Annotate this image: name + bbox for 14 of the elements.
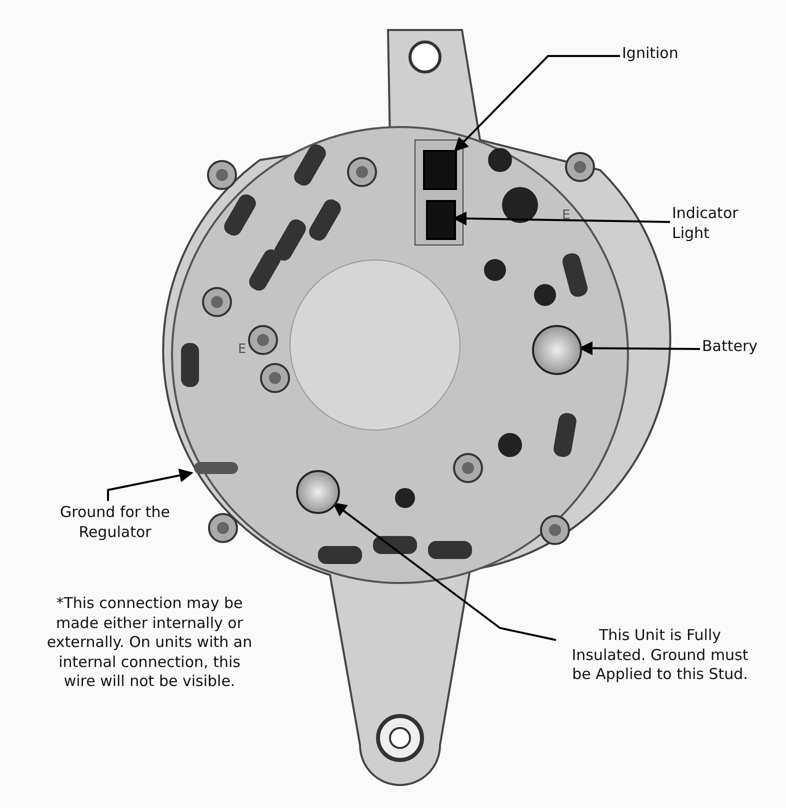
callout-text: This Unit is Fully Insulated. Ground must be Applied to this Stud. xyxy=(560,626,760,684)
note-text: *This connection may be made either internally or externally. On units with an internal connection, this wire will not be visible. xyxy=(46,594,254,692)
leader-line xyxy=(332,502,556,641)
ground-wire xyxy=(194,462,238,474)
embossed-letter: E xyxy=(562,208,570,225)
terminal-connector xyxy=(423,150,457,190)
terminal-connector xyxy=(426,200,456,240)
leader-line xyxy=(107,468,194,501)
embossed-letter: E xyxy=(238,342,246,359)
callout-text: Battery xyxy=(702,337,782,356)
callout-text: Ground for the Regulator xyxy=(40,503,190,542)
leader-line xyxy=(454,55,620,152)
callout-text: Indicator Light xyxy=(672,204,772,243)
callout-text: Ignition xyxy=(622,44,712,64)
